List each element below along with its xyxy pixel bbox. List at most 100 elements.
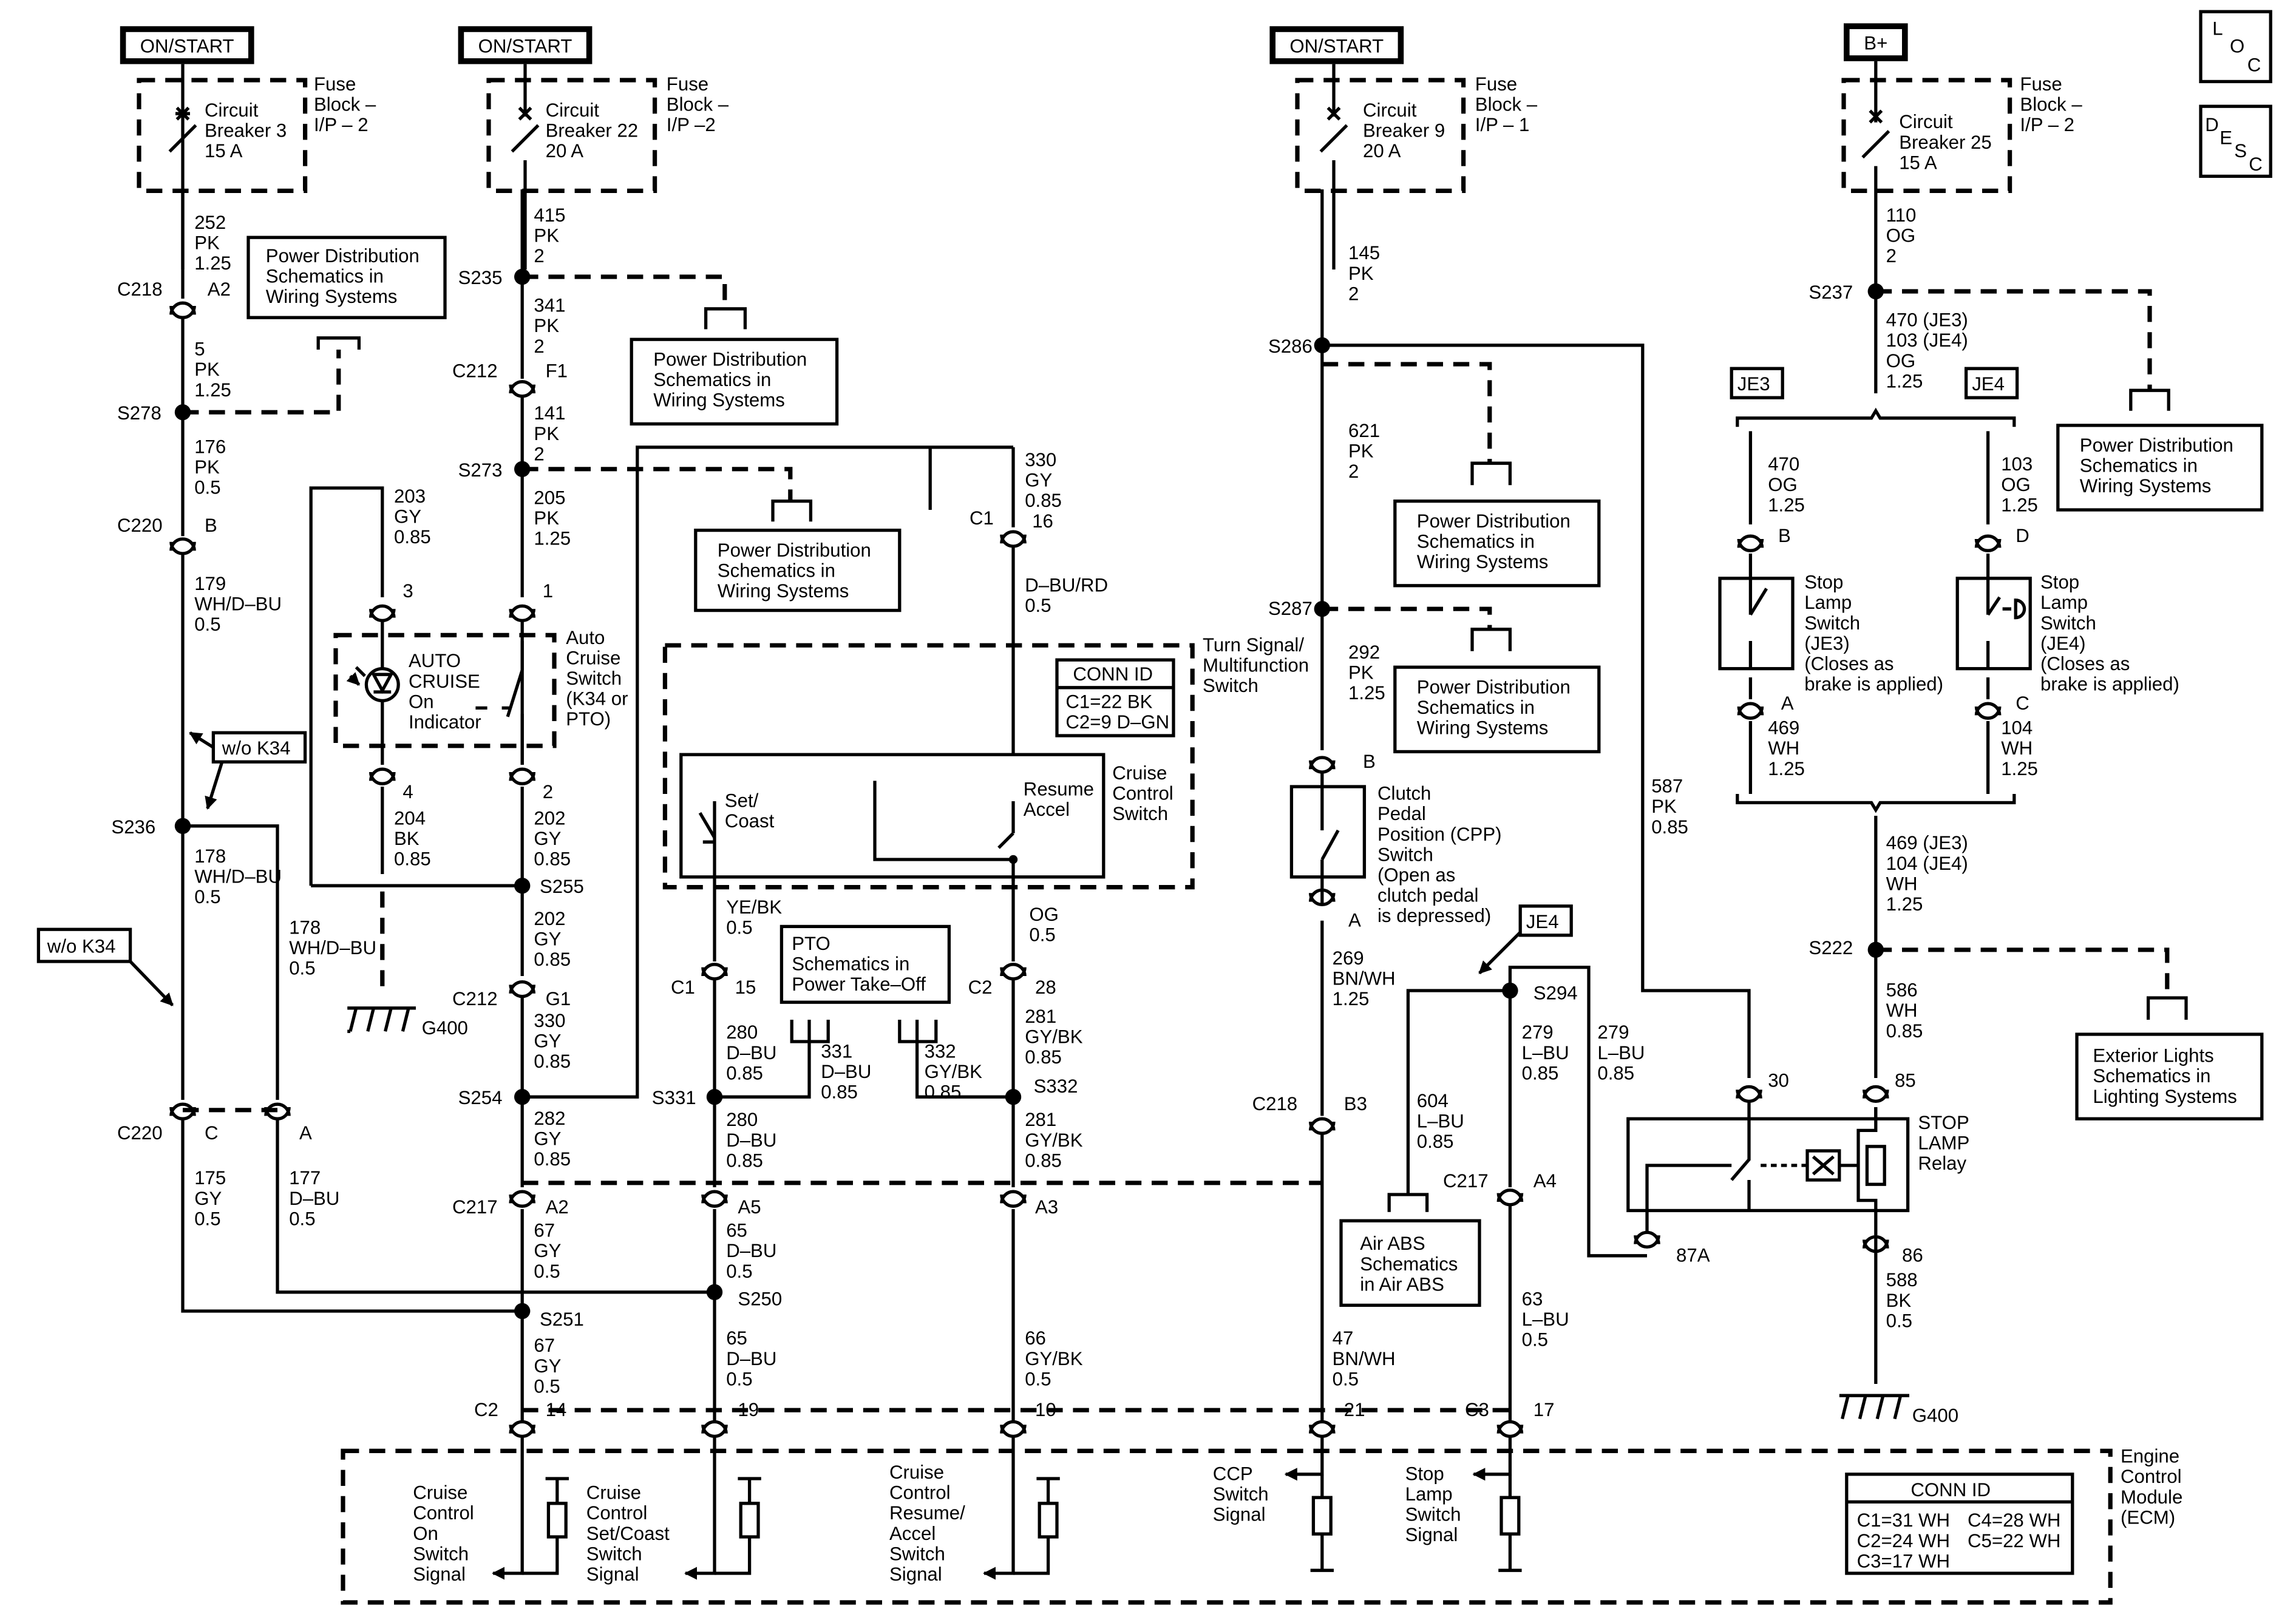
svg-text:BK: BK xyxy=(1886,1290,1912,1311)
signal-cruise-resume-accel: Cruise Control Resume/ Accel Switch Sign… xyxy=(889,1462,965,1585)
svg-text:Breaker 3: Breaker 3 xyxy=(205,120,287,141)
svg-text:D–BU: D–BU xyxy=(821,1061,871,1082)
pds-reference-5[interactable]: Power Distribution Schematics in Wiring … xyxy=(1393,628,1601,754)
desc-button[interactable]: D E S C xyxy=(2199,104,2272,178)
svg-text:(JE4): (JE4) xyxy=(2040,632,2086,654)
svg-text:Auto: Auto xyxy=(566,627,605,648)
svg-text:47: 47 xyxy=(1333,1327,1354,1349)
pto-reference[interactable]: PTO Schematics in Power Take–Off xyxy=(779,924,951,1043)
svg-text:Wiring Systems: Wiring Systems xyxy=(266,286,398,307)
svg-text:Switch: Switch xyxy=(2040,612,2096,634)
svg-text:B+: B+ xyxy=(1864,33,1887,54)
svg-text:GY: GY xyxy=(394,506,421,527)
svg-text:C218: C218 xyxy=(117,279,163,300)
stop-lamp-switch-je3: Stop Lamp Switch (JE3) (Closes as brake … xyxy=(1718,572,1943,695)
svg-text:Module: Module xyxy=(2121,1486,2182,1508)
svg-text:Block –: Block – xyxy=(2020,93,2082,115)
svg-text:OG: OG xyxy=(1029,904,1059,925)
svg-text:4: 4 xyxy=(402,781,413,802)
svg-text:178: 178 xyxy=(194,846,226,867)
svg-text:C1: C1 xyxy=(671,977,695,998)
svg-text:C: C xyxy=(205,1122,219,1144)
svg-text:I/P – 2: I/P – 2 xyxy=(2020,114,2074,135)
svg-text:OG: OG xyxy=(2001,474,2031,495)
connector-cup xyxy=(1974,538,2002,552)
svg-text:Schematics in: Schematics in xyxy=(792,953,909,974)
svg-text:D–BU: D–BU xyxy=(726,1348,776,1369)
svg-text:Control: Control xyxy=(586,1502,648,1524)
svg-text:202: 202 xyxy=(534,807,565,829)
signal-stop-lamp: Stop Lamp Switch Signal xyxy=(1405,1463,1461,1545)
svg-text:Block –: Block – xyxy=(314,93,376,115)
pds-reference-1[interactable]: Power Distribution Schematics in Wiring … xyxy=(246,236,447,350)
svg-text:A3: A3 xyxy=(1035,1196,1058,1218)
svg-text:19: 19 xyxy=(738,1399,759,1420)
connector-cup xyxy=(1736,1090,1762,1103)
svg-text:330: 330 xyxy=(1025,449,1056,470)
svg-text:3: 3 xyxy=(402,580,413,602)
svg-text:1.25: 1.25 xyxy=(1768,758,1805,779)
exterior-lights-reference[interactable]: Exterior Lights Schematics in Lighting S… xyxy=(2075,996,2264,1120)
fuse-block-cb25: Circuit Breaker 25 15 A xyxy=(1841,61,2012,211)
connector-cup xyxy=(701,967,728,981)
svg-text:A2: A2 xyxy=(546,1196,569,1218)
loc-button[interactable]: L O C xyxy=(2199,10,2272,84)
svg-text:C220: C220 xyxy=(117,515,163,536)
svg-text:L: L xyxy=(2212,18,2223,39)
pds-reference-4[interactable]: Power Distribution Schematics in Wiring … xyxy=(1393,461,1601,588)
signal-cruise-on: Cruise Control On Switch Signal xyxy=(413,1482,474,1585)
svg-text:Block –: Block – xyxy=(667,93,729,115)
svg-text:C2=24 WH: C2=24 WH xyxy=(1857,1530,1950,1551)
option-tag-wo-k34-2: w/o K34 xyxy=(36,927,174,1006)
svg-text:A: A xyxy=(1348,909,1361,931)
svg-text:GY: GY xyxy=(534,1128,561,1149)
svg-text:S236: S236 xyxy=(111,816,155,838)
svg-text:S332: S332 xyxy=(1034,1076,1078,1097)
svg-text:1.25: 1.25 xyxy=(534,528,571,549)
svg-text:0.85: 0.85 xyxy=(534,949,571,970)
svg-text:1.25: 1.25 xyxy=(194,379,231,401)
svg-text:Circuit: Circuit xyxy=(1363,100,1417,121)
pds-reference-3[interactable]: Power Distribution Schematics in Wiring … xyxy=(694,499,902,612)
pds-reference-6[interactable]: Power Distribution Schematics in Wiring … xyxy=(2056,388,2264,512)
svg-text:Power Distribution: Power Distribution xyxy=(653,348,807,370)
svg-text:S235: S235 xyxy=(458,267,503,288)
svg-text:On: On xyxy=(413,1523,438,1544)
svg-text:(ECM): (ECM) xyxy=(2121,1507,2175,1528)
svg-text:C1: C1 xyxy=(970,507,994,529)
connector-cup xyxy=(1000,1194,1027,1208)
svg-text:Signal: Signal xyxy=(889,1564,942,1585)
svg-text:Breaker 22: Breaker 22 xyxy=(546,120,639,141)
svg-text:Switch: Switch xyxy=(889,1543,945,1564)
connector-cup xyxy=(1737,706,1764,720)
splice-dot xyxy=(174,818,191,834)
svg-text:A: A xyxy=(299,1122,312,1144)
svg-text:S294: S294 xyxy=(1533,982,1578,1003)
fuse-block-label-4: Fuse Block – I/P – 2 xyxy=(2020,73,2082,135)
svg-text:Switch: Switch xyxy=(1213,1483,1269,1505)
svg-text:Resume: Resume xyxy=(1024,778,1094,799)
svg-text:PK: PK xyxy=(194,359,220,380)
svg-text:Circuit: Circuit xyxy=(205,100,259,121)
svg-text:GY/BK: GY/BK xyxy=(1025,1348,1083,1369)
svg-text:Clutch: Clutch xyxy=(1377,783,1431,804)
svg-text:Schematics in: Schematics in xyxy=(1417,697,1535,718)
svg-text:Signal: Signal xyxy=(586,1564,639,1585)
connector-cup xyxy=(509,384,536,398)
svg-text:L–BU: L–BU xyxy=(1522,1309,1569,1330)
svg-text:Engine: Engine xyxy=(2121,1446,2179,1467)
fuse-block-cb3: Circuit Breaker 3 15 A xyxy=(137,64,308,270)
air-abs-reference[interactable]: Air ABS Schematics in Air ABS xyxy=(1339,1193,1481,1307)
pds-reference-2[interactable]: Power Distribution Schematics in Wiring … xyxy=(630,307,839,426)
